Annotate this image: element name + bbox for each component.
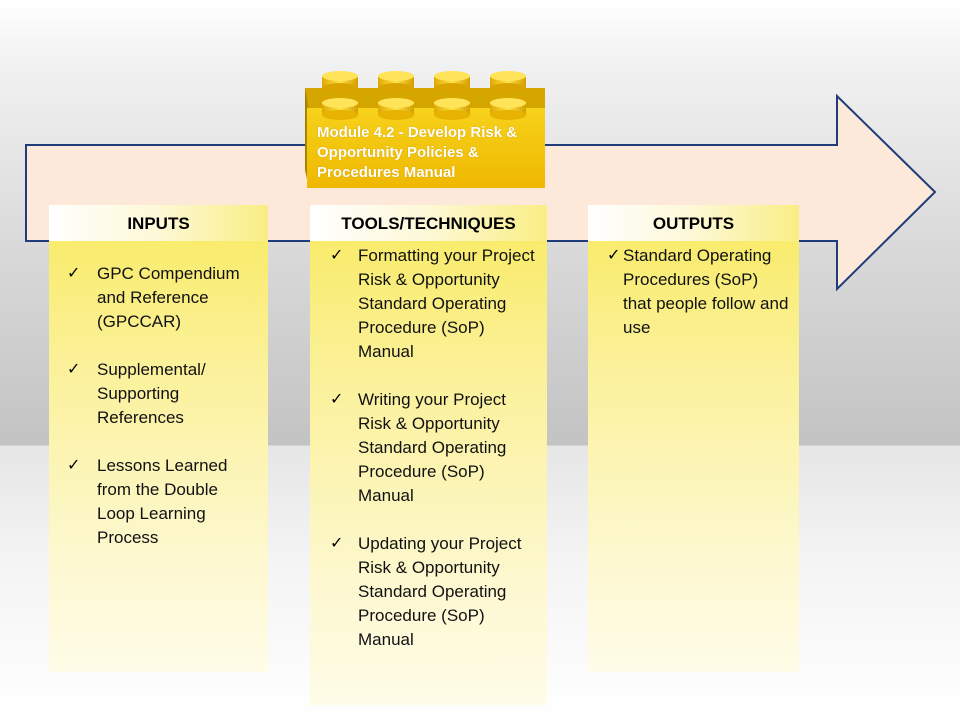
list-item-text: Standard Operating Procedures (SoP) that…: [623, 246, 789, 337]
outputs-list: ✓ Standard Operating Procedures (SoP) th…: [588, 241, 799, 340]
list-item-text: GPC Compendium and Reference (GPCCAR): [97, 264, 240, 331]
list-item: ✓ Lessons Learned from the Double Loop L…: [49, 454, 268, 550]
list-item: ✓ Updating your Project Risk & Opportuni…: [310, 532, 547, 652]
checkmark-icon: ✓: [330, 535, 344, 552]
list-item: ✓ Writing your Project Risk & Opportunit…: [310, 388, 547, 508]
tools-list: ✓ Formatting your Project Risk & Opportu…: [310, 241, 547, 652]
list-item-text: Supplemental/ Supporting References: [97, 360, 206, 427]
list-item: ✓ Formatting your Project Risk & Opportu…: [310, 244, 547, 364]
checkmark-icon: ✓: [67, 265, 81, 282]
list-item-text: Formatting your Project Risk & Opportuni…: [358, 246, 535, 361]
list-item-text: Updating your Project Risk & Opportunity…: [358, 534, 522, 649]
checkmark-icon: ✓: [67, 361, 81, 378]
list-item-text: Lessons Learned from the Double Loop Lea…: [97, 456, 228, 547]
list-item-text: Writing your Project Risk & Opportunity …: [358, 390, 507, 505]
list-item: ✓ GPC Compendium and Reference (GPCCAR): [49, 262, 268, 334]
outputs-header: OUTPUTS: [588, 205, 799, 241]
module-title: Module 4.2 - Develop Risk & Opportunity …: [317, 124, 518, 181]
inputs-column: INPUTS ✓ GPC Compendium and Reference (G…: [49, 205, 268, 672]
checkmark-icon: ✓: [607, 247, 621, 264]
checkmark-icon: ✓: [330, 391, 344, 408]
list-item: ✓ Standard Operating Procedures (SoP) th…: [588, 244, 799, 340]
list-item: ✓ Supplemental/ Supporting References: [49, 358, 268, 430]
outputs-column: OUTPUTS ✓ Standard Operating Procedures …: [588, 205, 799, 672]
tools-column: TOOLS/TECHNIQUES ✓ Formatting your Proje…: [310, 205, 547, 705]
lego-brick-icon: [305, 71, 545, 188]
tools-header: TOOLS/TECHNIQUES: [310, 205, 547, 241]
inputs-list: ✓ GPC Compendium and Reference (GPCCAR) …: [49, 241, 268, 550]
checkmark-icon: ✓: [67, 457, 81, 474]
inputs-header: INPUTS: [49, 205, 268, 241]
checkmark-icon: ✓: [330, 247, 344, 264]
